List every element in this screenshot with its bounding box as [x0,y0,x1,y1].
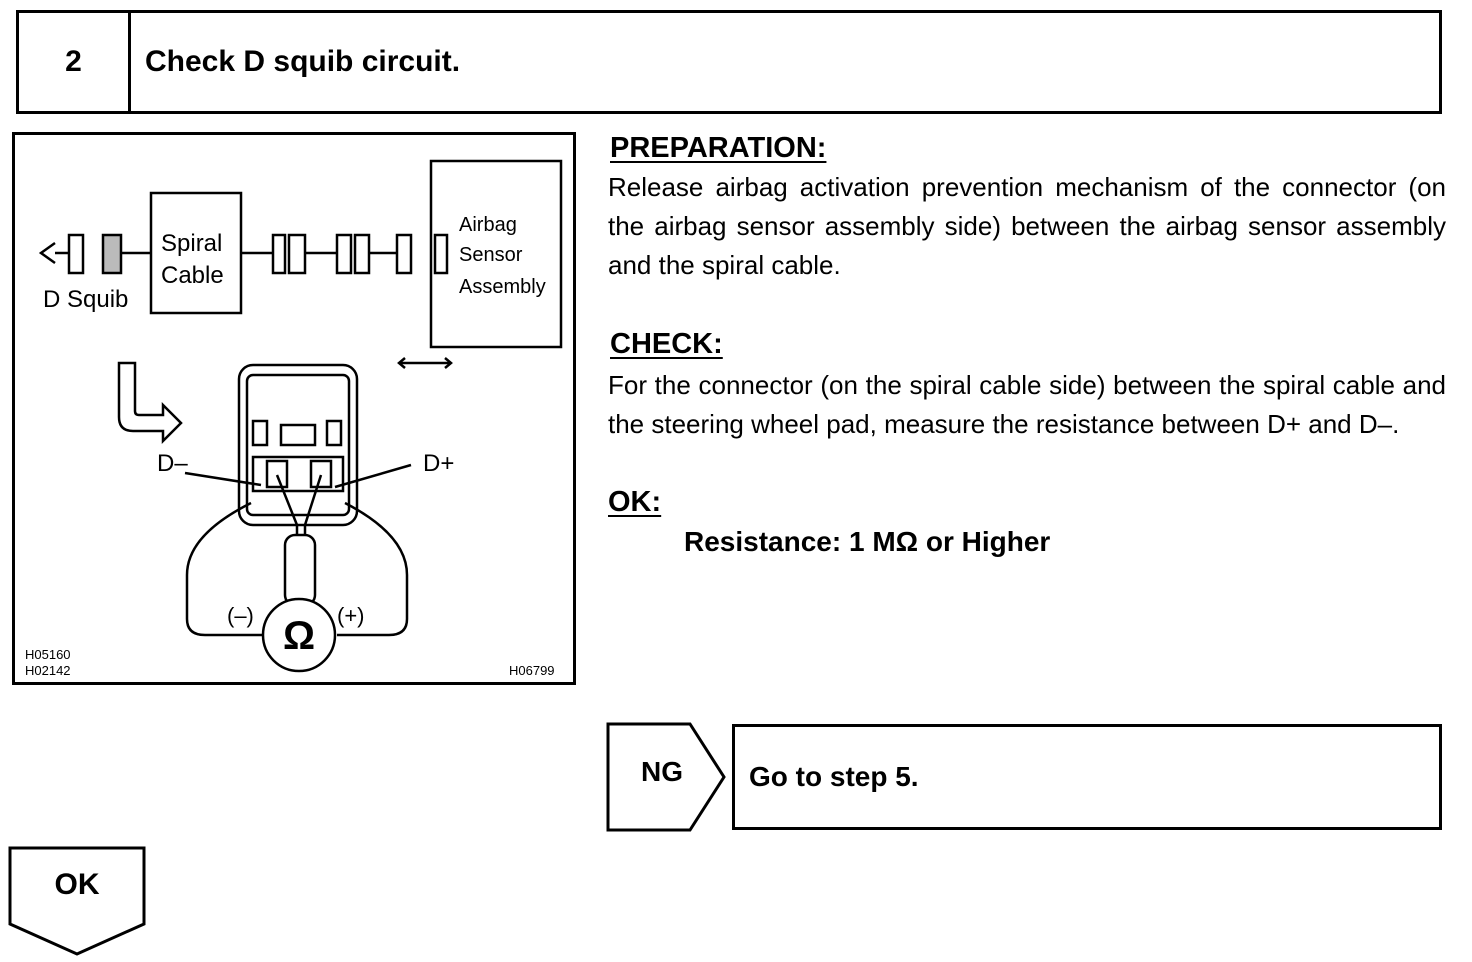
ng-action-box[interactable]: Go to step 5. [732,724,1442,830]
ok-tag-shape [8,846,146,956]
figure-code-2: H02142 [25,663,71,678]
figure-code-3: H06799 [509,663,555,678]
label-d-plus: D+ [423,450,454,477]
ohm-symbol: Ω [283,614,315,658]
squib-plug-shape [38,241,56,265]
ok-tag-label[interactable]: OK [54,868,100,901]
label-spiral-2: Cable [161,262,224,289]
ok-heading: OK: [608,486,662,518]
label-sensor-1: Airbag [459,214,517,236]
label-d-minus: D– [157,450,188,477]
figure-code-1: H05160 [25,647,71,662]
diagram-drawing: Spiral Cable D Squib Airbag Sensor Assem… [25,159,563,678]
step-header: 2 Check D squib circuit. [16,10,1442,114]
step-title: Check D squib circuit. [145,45,461,78]
wiring-diagram: Spiral Cable D Squib Airbag Sensor Assem… [12,132,576,685]
hatched-connector-shape [101,233,123,275]
label-d-squib: D Squib [43,286,128,313]
airbag-sensor-box [429,159,563,349]
label-sensor-3: Assembly [459,276,546,298]
ohmmeter-circle [261,597,337,673]
label-positive: (+) [337,603,365,628]
ng-action-text: Go to step 5. [749,761,919,792]
ng-tag-shape [606,722,726,832]
label-negative: (–) [227,603,254,628]
squib-connector-shape [67,233,85,275]
step-number: 2 [19,13,131,111]
bent-arrow-shape [117,361,183,445]
label-spiral-1: Spiral [161,230,222,257]
check-heading: CHECK: [610,328,723,360]
resistance-spec: Resistance: 1 MΩ or Higher [684,526,1051,557]
preparation-heading: PREPARATION: [610,132,827,164]
label-sensor-2: Sensor [459,244,523,266]
ng-label: NG [641,756,683,787]
preparation-text: Release airbag activation prevention mec… [608,172,1446,280]
check-text: For the connector (on the spiral cable s… [608,370,1446,439]
